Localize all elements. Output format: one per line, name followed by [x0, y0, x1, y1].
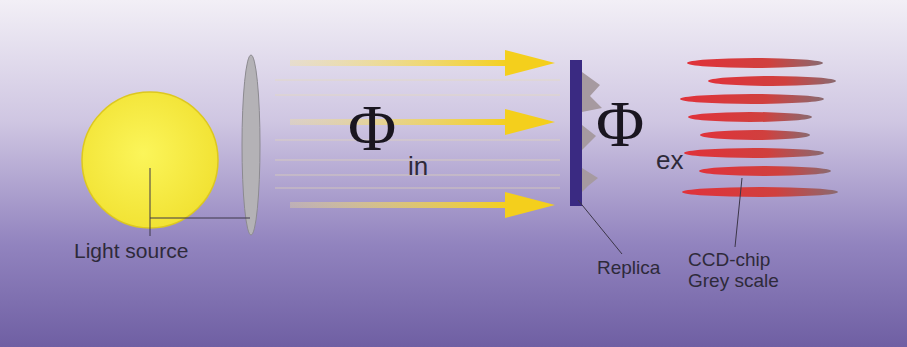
leader-lines — [150, 168, 742, 254]
flux-subscript: ex — [656, 146, 683, 175]
replica-plate — [570, 60, 582, 206]
part-label: Light source — [74, 239, 188, 262]
flux-symbol: Φ — [348, 92, 396, 165]
flux-symbol: Φ — [596, 88, 644, 161]
light-arrows — [290, 50, 555, 218]
ccd-grey-scale — [680, 58, 838, 197]
flux-subscript: in — [408, 152, 428, 181]
lens — [242, 55, 260, 235]
part-label: Replica — [597, 258, 660, 279]
part-label: CCD-chip Grey scale — [688, 250, 788, 292]
